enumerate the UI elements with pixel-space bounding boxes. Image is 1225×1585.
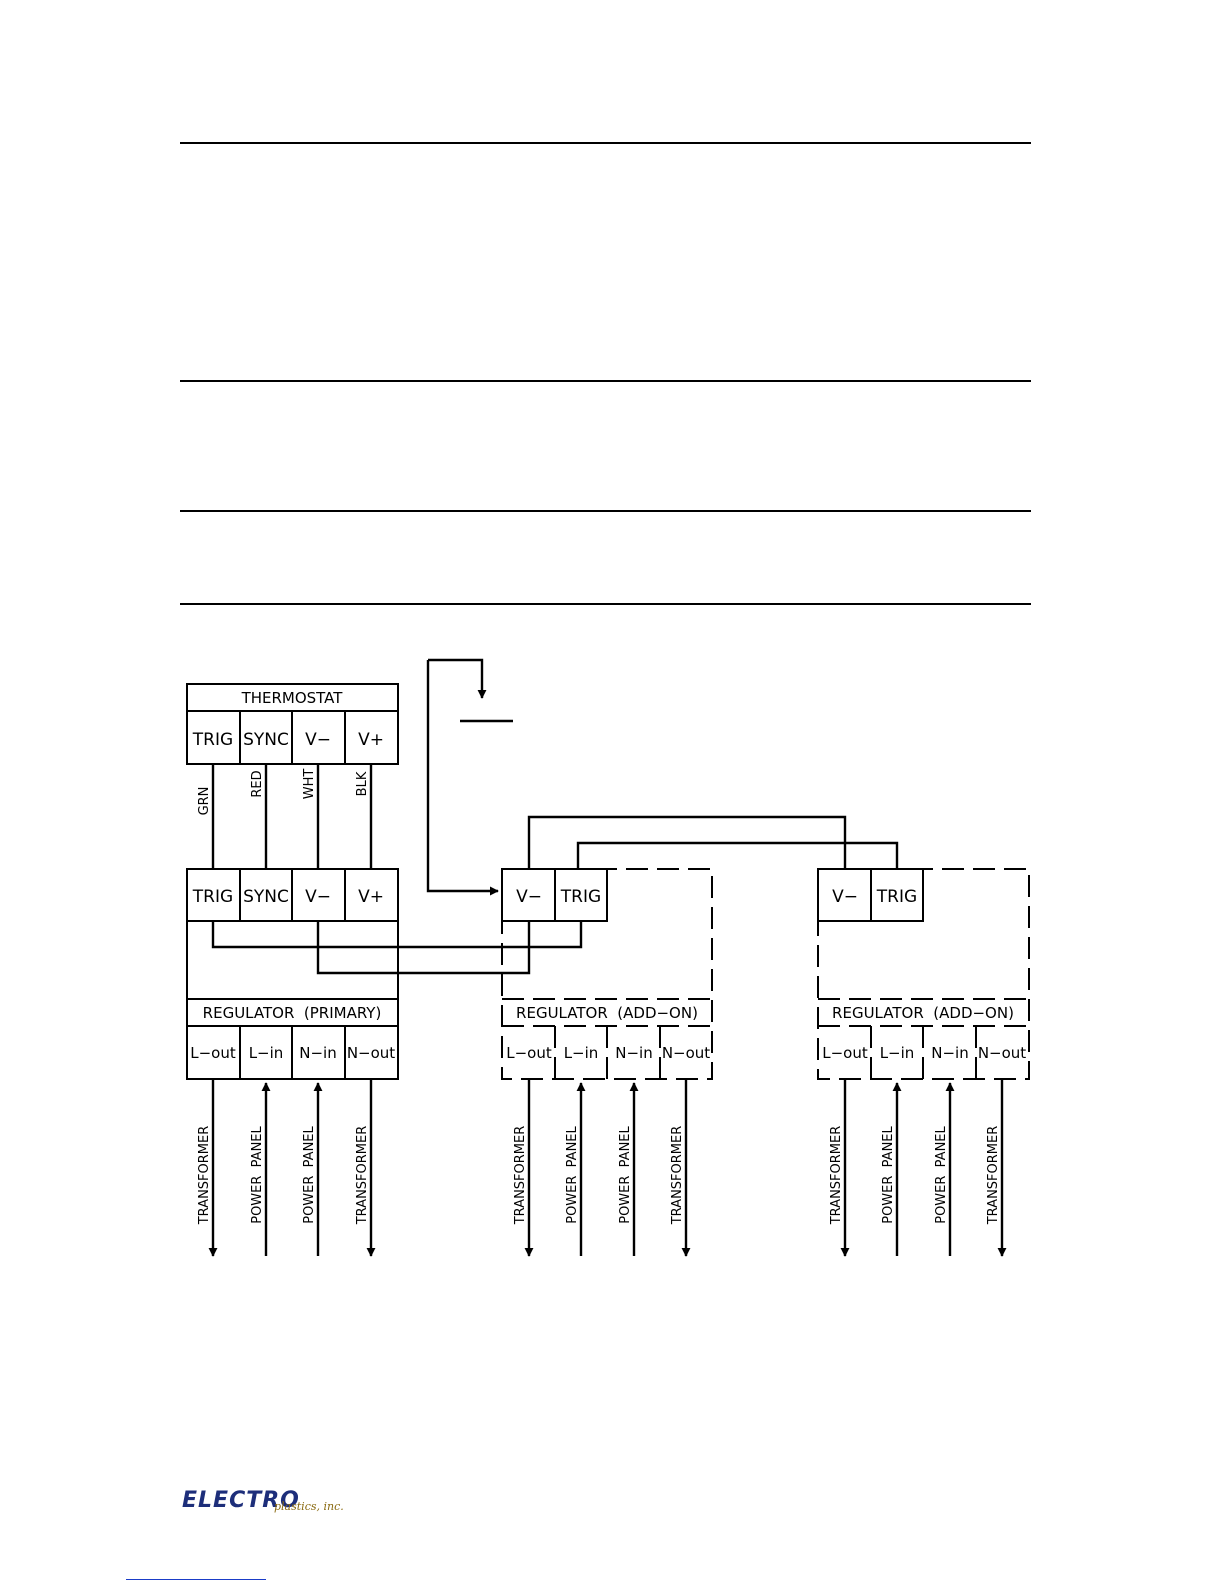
horizontal-rule bbox=[180, 603, 1031, 605]
power-line-label: POWER PANEL bbox=[618, 1125, 633, 1223]
company-logo: ELECTRO plastics, inc. bbox=[182, 1488, 352, 1518]
addon1-power-l-in: L−in bbox=[564, 1044, 599, 1062]
power-line-label: TRANSFORMER bbox=[197, 1126, 212, 1226]
power-line-label: TRANSFORMER bbox=[986, 1126, 1001, 1226]
wire-color-label-grn: GRN bbox=[197, 787, 212, 816]
power-line-label: TRANSFORMER bbox=[670, 1126, 685, 1226]
addon1-terminal-trig: TRIG bbox=[560, 887, 601, 907]
thermostat-title: THERMOSTAT bbox=[241, 689, 344, 707]
addon2-terminal-trig: TRIG bbox=[876, 887, 917, 907]
horizontal-rule bbox=[180, 380, 1031, 382]
primary-terminal-vminus: V− bbox=[305, 887, 331, 907]
logo-name: ELECTRO bbox=[182, 1488, 300, 1513]
power-line-label: TRANSFORMER bbox=[513, 1126, 528, 1226]
primary-power-l-out: L−out bbox=[190, 1044, 236, 1062]
addon-regulator-1-block: V− TRIG REGULATOR (ADD−ON) L−out L−in N−… bbox=[501, 868, 713, 1080]
addon2-power-l-out: L−out bbox=[822, 1044, 868, 1062]
power-line-label: POWER PANEL bbox=[302, 1125, 317, 1223]
primary-terminal-sync: SYNC bbox=[243, 887, 289, 907]
primary-regulator-title: REGULATOR (PRIMARY) bbox=[203, 1004, 382, 1022]
power-line-label: POWER PANEL bbox=[881, 1125, 896, 1223]
addon1-terminal-vminus: V− bbox=[516, 887, 542, 907]
thermostat-terminal-vplus: V+ bbox=[358, 730, 384, 750]
primary-power-n-out: N−out bbox=[347, 1044, 395, 1062]
power-line-labels: TRANSFORMER POWER PANEL POWER PANEL TRAN… bbox=[197, 1125, 1001, 1225]
horizontal-rule bbox=[180, 142, 1031, 144]
power-line-label: POWER PANEL bbox=[934, 1125, 949, 1223]
primary-terminal-trig: TRIG bbox=[192, 887, 233, 907]
wire-color-label-wht: WHT bbox=[302, 769, 317, 800]
addon1-power-n-in: N−in bbox=[615, 1044, 652, 1062]
addon2-power-n-out: N−out bbox=[978, 1044, 1026, 1062]
thermostat-terminal-vminus: V− bbox=[305, 730, 331, 750]
wire-color-label-blk: BLK bbox=[355, 771, 370, 796]
addon1-power-n-out: N−out bbox=[662, 1044, 710, 1062]
power-line-label: TRANSFORMER bbox=[829, 1126, 844, 1226]
addon2-regulator-title: REGULATOR (ADD−ON) bbox=[832, 1004, 1014, 1022]
power-lines bbox=[208, 1079, 1007, 1257]
thermostat-wires: GRN RED WHT BLK bbox=[197, 764, 373, 869]
addon2-power-n-in: N−in bbox=[931, 1044, 968, 1062]
primary-power-l-in: L−in bbox=[249, 1044, 284, 1062]
power-line-label: POWER PANEL bbox=[250, 1125, 265, 1223]
addon1-regulator-title: REGULATOR (ADD−ON) bbox=[516, 1004, 698, 1022]
addon2-terminal-vminus: V− bbox=[832, 887, 858, 907]
primary-power-n-in: N−in bbox=[299, 1044, 336, 1062]
addon1-power-l-out: L−out bbox=[506, 1044, 552, 1062]
power-line-label: POWER PANEL bbox=[565, 1125, 580, 1223]
wire-color-label-red: RED bbox=[250, 770, 265, 797]
interconnect-wires bbox=[211, 658, 899, 975]
addon2-power-l-in: L−in bbox=[880, 1044, 915, 1062]
thermostat-terminal-trig: TRIG bbox=[192, 730, 233, 750]
thermostat-terminal-sync: SYNC bbox=[243, 730, 289, 750]
logo-suffix: plastics, inc. bbox=[274, 1500, 344, 1513]
footer-link-underline[interactable] bbox=[126, 1579, 266, 1580]
primary-terminal-vplus: V+ bbox=[358, 887, 384, 907]
thermostat-block: THERMOSTAT TRIG SYNC V− V+ bbox=[186, 683, 399, 765]
power-line-label: TRANSFORMER bbox=[355, 1126, 370, 1226]
horizontal-rule bbox=[180, 510, 1031, 512]
addon-regulator-2-block: V− TRIG REGULATOR (ADD−ON) L−out L−in N−… bbox=[817, 868, 1030, 1080]
